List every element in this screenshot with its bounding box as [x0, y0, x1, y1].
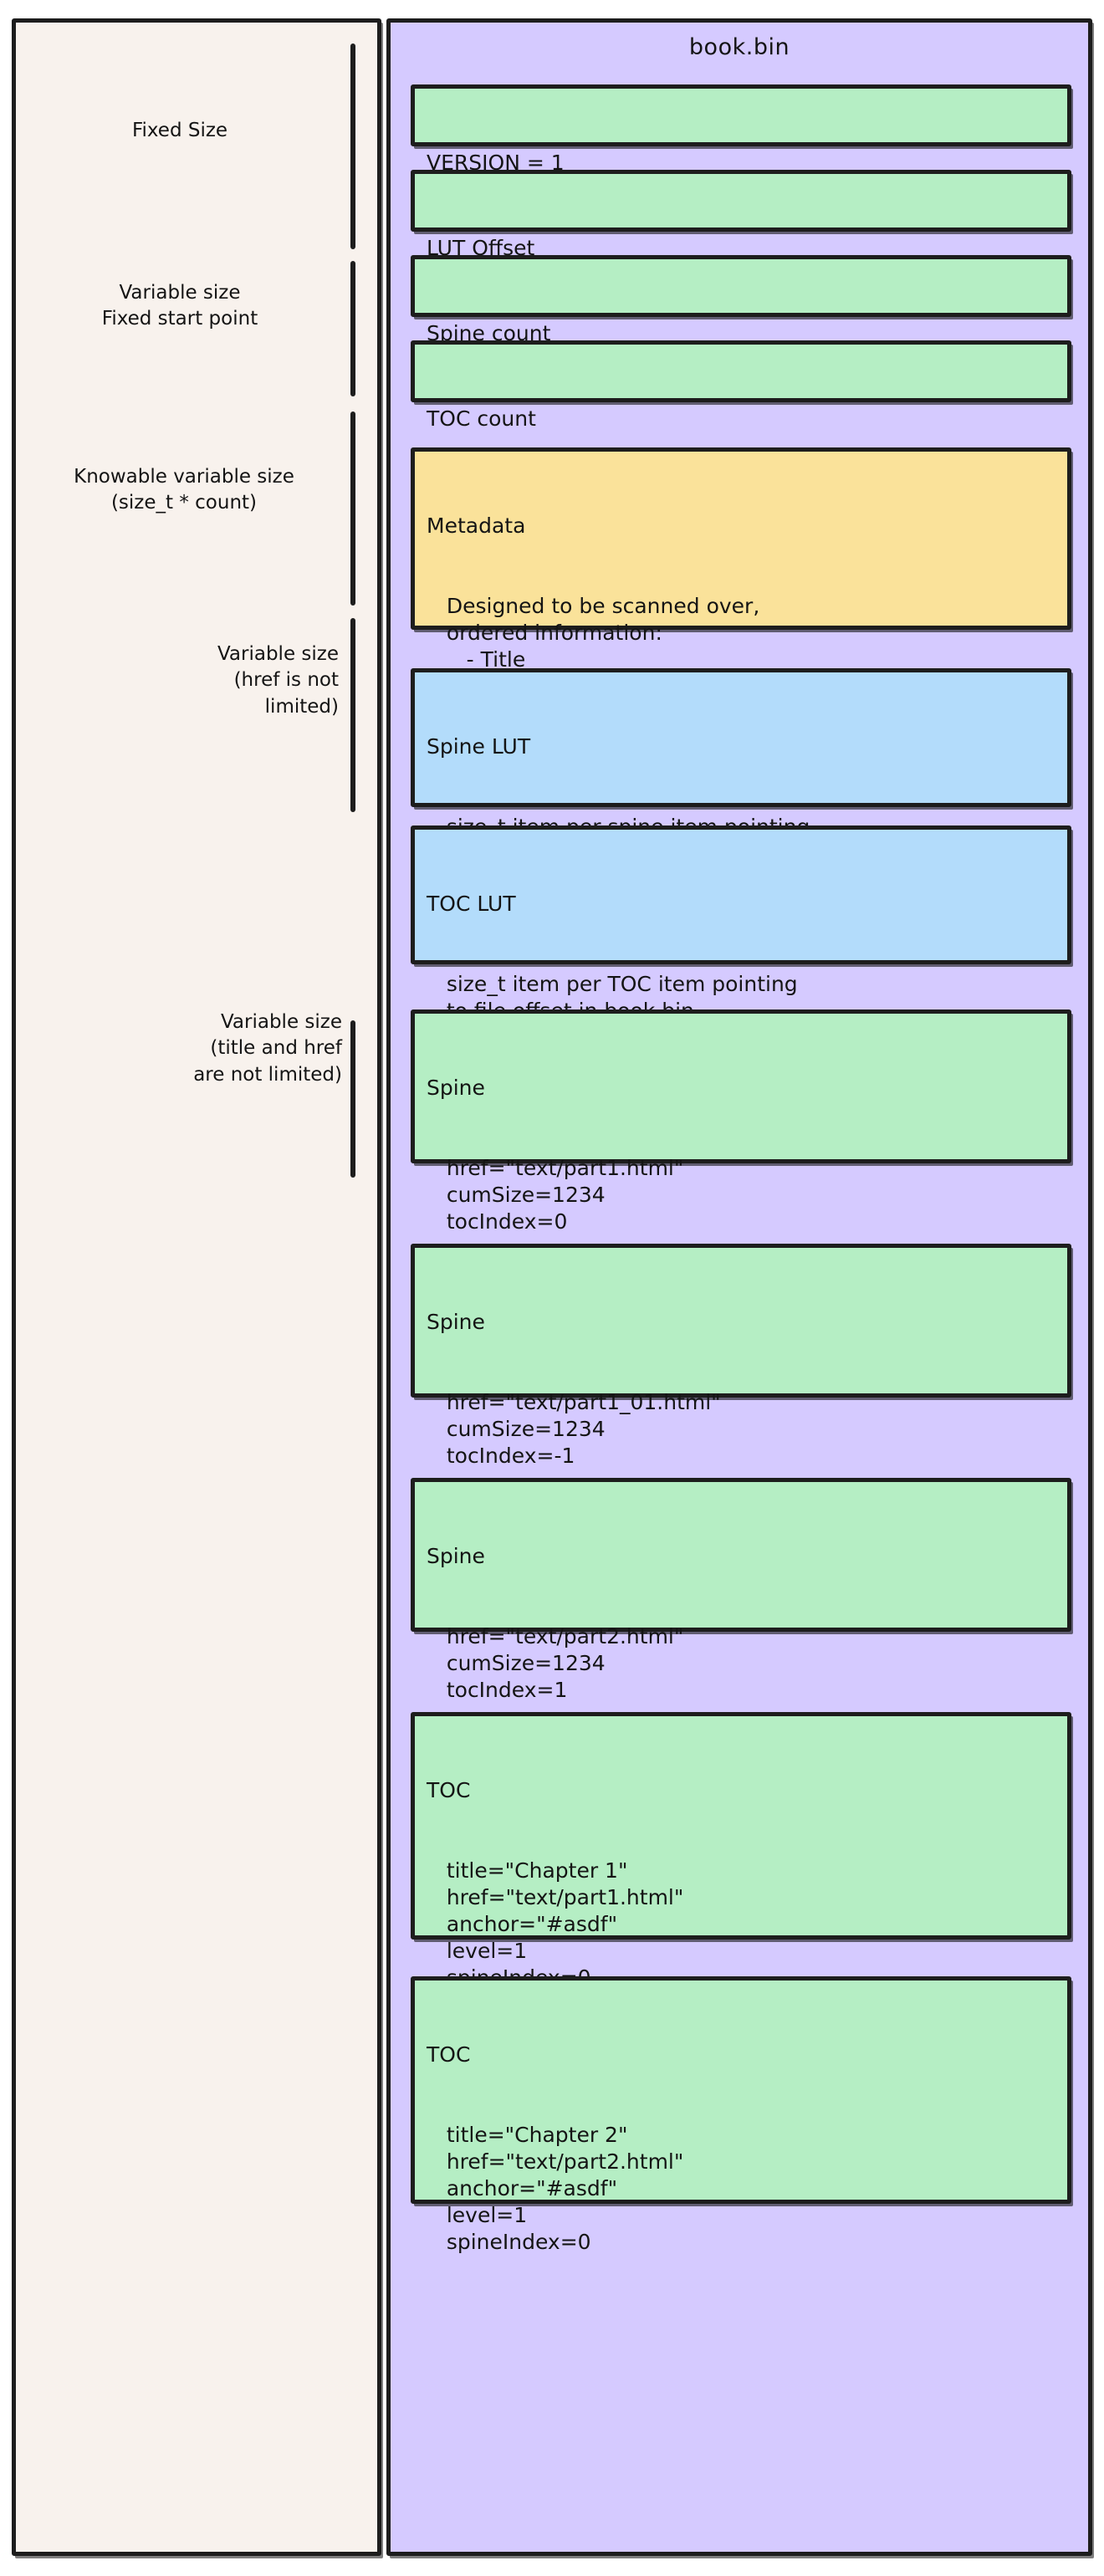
annotation-panel: Fixed Size Variable size Fixed start poi… [12, 18, 381, 2556]
file-layout-panel: book.bin VERSION = 1 LUT Offset Spine co… [386, 18, 1092, 2556]
block-spine-2-body: href="text/part1_01.html" cumSize=1234 t… [446, 1390, 721, 1468]
block-toc-1: TOC title="Chapter 1" href="text/part1.h… [411, 1712, 1071, 1990]
bracket-variable-href [350, 618, 355, 812]
block-metadata: Metadata Designed to be scanned over, or… [411, 447, 1071, 725]
block-toc-2-body: title="Chapter 2" href="text/part2.html"… [446, 2123, 684, 2254]
page-title: book.bin [688, 34, 790, 60]
block-toc-1-title: TOC [427, 1778, 471, 1802]
block-toc-count: TOC count [411, 340, 1071, 431]
block-toc-2: TOC title="Chapter 2" href="text/part2.h… [411, 1976, 1071, 2254]
block-spine-3: Spine href="text/part2.html" cumSize=123… [411, 1478, 1071, 1702]
block-toc-lut: TOC LUT size_t item per TOC item pointin… [411, 825, 1071, 1023]
group-label-knowable-variable-size: Knowable variable size (size_t * count) [74, 466, 294, 514]
block-version: VERSION = 1 [411, 84, 1071, 175]
block-spine-1-title: Spine [427, 1076, 485, 1100]
block-lut-offset: LUT Offset [411, 170, 1071, 260]
block-spine-3-title: Spine [427, 1544, 485, 1568]
group-label-variable-fixed-start: Variable size Fixed start point [101, 282, 258, 330]
block-metadata-title: Metadata [427, 514, 526, 538]
bracket-variable-title-href [350, 1020, 355, 1178]
block-spine-lut-title: Spine LUT [427, 734, 531, 759]
block-toc-1-body: title="Chapter 1" href="text/part1.html"… [446, 1858, 684, 1990]
block-spine-1: Spine href="text/part1.html" cumSize=123… [411, 1009, 1071, 1234]
block-spine-2: Spine href="text/part1_01.html" cumSize=… [411, 1244, 1071, 1468]
bracket-fixed-size [350, 43, 355, 249]
block-toc-2-title: TOC [427, 2042, 471, 2067]
block-toc-count-title: TOC count [427, 406, 536, 431]
group-label-fixed-size: Fixed Size [131, 120, 228, 141]
group-label-variable-title-href: Variable size (title and href are not li… [193, 1011, 342, 1086]
bracket-variable-fixed-start [350, 261, 355, 396]
group-label-variable-href: Variable size (href is not limited) [217, 643, 339, 718]
block-toc-lut-title: TOC LUT [427, 892, 516, 916]
block-spine-3-body: href="text/part2.html" cumSize=1234 tocI… [446, 1624, 684, 1702]
block-spine-1-body: href="text/part1.html" cumSize=1234 tocI… [446, 1156, 684, 1234]
bracket-knowable-variable-size [350, 411, 355, 606]
block-spine-lut: Spine LUT size_t item per spine item poi… [411, 668, 1071, 866]
block-spine-2-title: Spine [427, 1310, 485, 1334]
block-spine-count: Spine count [411, 255, 1071, 345]
